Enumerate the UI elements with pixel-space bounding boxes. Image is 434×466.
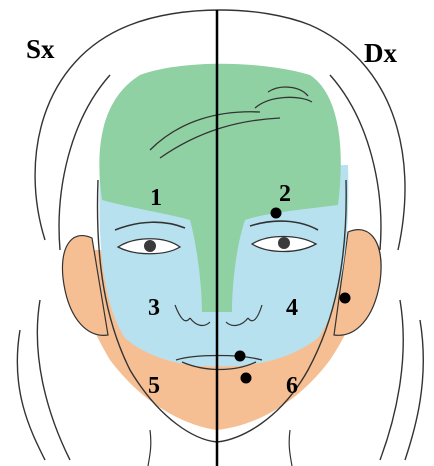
- zone-number-6: 6: [286, 374, 298, 398]
- zone-number-5: 5: [148, 374, 160, 398]
- neck: [148, 430, 292, 466]
- zone-number-1: 1: [150, 186, 162, 210]
- lesion-marker: [241, 373, 252, 384]
- right-side-label: Dx: [364, 38, 397, 69]
- left-side-label: Sx: [26, 34, 55, 65]
- lesion-marker: [340, 293, 351, 304]
- zone-number-4: 4: [286, 296, 298, 320]
- zone-number-3: 3: [148, 296, 160, 320]
- lesion-marker: [235, 351, 246, 362]
- lesion-marker: [271, 208, 282, 219]
- zone-number-2: 2: [279, 182, 291, 206]
